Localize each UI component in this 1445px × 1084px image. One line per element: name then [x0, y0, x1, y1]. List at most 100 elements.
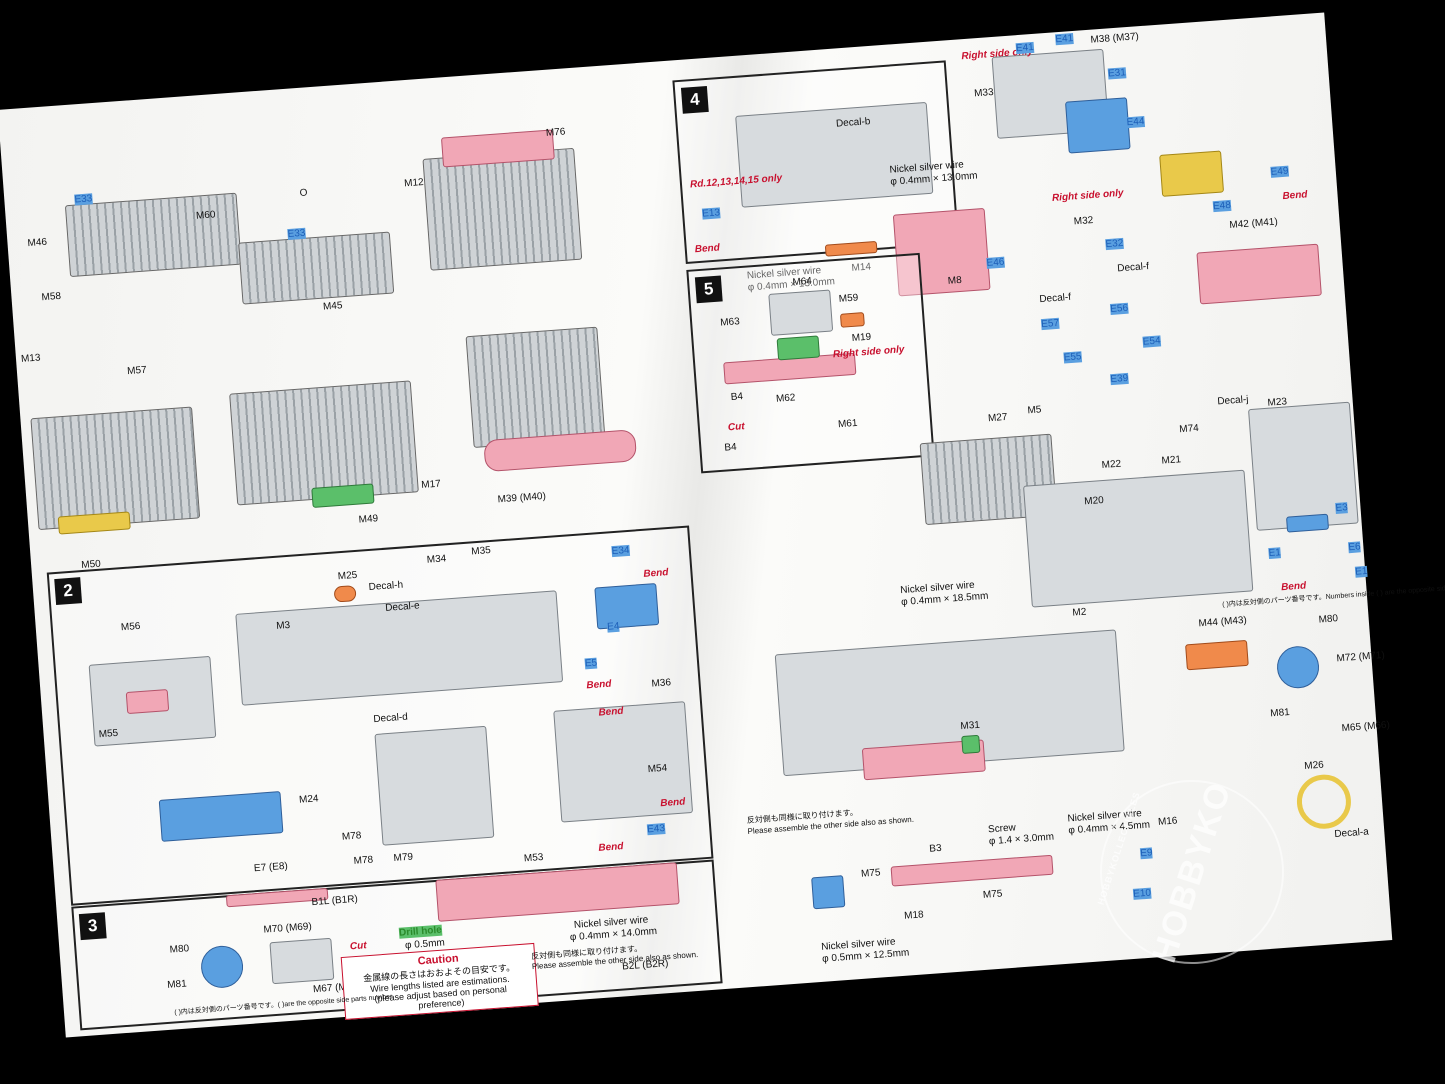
steering-rack: [824, 240, 878, 257]
radiator-duct: [1064, 97, 1131, 154]
radiator: [1159, 150, 1225, 197]
side-section: [374, 725, 495, 846]
step2-label-12: Bend: [598, 705, 624, 719]
engine-label-12: M39 (M40): [497, 490, 547, 506]
step4-label-4: M33: [973, 86, 994, 100]
engine-label-6: E33: [287, 227, 306, 241]
step4-label-13: Right side only: [1051, 187, 1124, 204]
right-page: 4 Right side only E41 E41 M38 (M37) M33 …: [661, 13, 1445, 989]
lower-label-10: Bend: [1280, 580, 1307, 594]
step3-label-3: Cut: [349, 940, 368, 953]
lower-label-7: E1: [1268, 547, 1282, 560]
step2-label-11: Bend: [586, 678, 612, 692]
step2-label-21: M53: [523, 852, 544, 865]
step4-label-7: E44: [1126, 116, 1145, 129]
upright: [269, 937, 335, 985]
diffuser-fin: [1285, 513, 1330, 533]
step4-label-24: E32: [1105, 237, 1124, 251]
pedal-assembly: [125, 689, 170, 715]
lower-label-8: E6: [1348, 541, 1362, 554]
caution-box: Caution 金属線の長さはおおよその目安です。 Wire lengths l…: [340, 942, 539, 1020]
step2-label-20: Bend: [598, 841, 624, 854]
undertray: [1023, 469, 1254, 608]
step3-label-2: M80: [169, 943, 190, 956]
step4-label-9: E13: [701, 207, 721, 220]
step4-label-16: Bend: [1282, 189, 1308, 203]
step2-label-14: M55: [98, 727, 119, 741]
lower-label-0: Decal-j: [1216, 394, 1249, 408]
step4-label-19: E48: [1212, 199, 1232, 213]
step4-label-14: M32: [1073, 215, 1094, 228]
step5-label-3: M19: [851, 331, 872, 345]
step4-label-15: E49: [1270, 165, 1289, 178]
lower-label-16: M72 (M71): [1336, 649, 1386, 665]
step5-label-5: B4: [730, 391, 744, 404]
engine-assembled-3: [465, 326, 606, 448]
side-sensor: [1185, 639, 1249, 671]
engine-label-13: M49: [358, 513, 379, 526]
watermark-main-text: HOBBYKO: [1144, 776, 1239, 968]
upright-blue: [811, 875, 846, 910]
engine-label-2: O: [299, 187, 308, 200]
step-4-number: 4: [680, 85, 709, 114]
lower-label-3: M22: [1101, 458, 1122, 472]
left-page: M76 M12 O E33 M46 M60 E33 M58 M45 M13 M5…: [0, 61, 729, 1037]
step4-label-26: Decal-f: [1039, 291, 1072, 306]
step-5-number: 5: [694, 275, 723, 304]
step4-label-27: E56: [1109, 302, 1129, 315]
lower-label-31: M75: [982, 888, 1003, 901]
lower-label-6: E3: [1335, 502, 1349, 515]
step5-label-7: Cut: [727, 421, 746, 434]
engine-label-9: M13: [20, 352, 41, 365]
step4-label-29: E55: [1063, 351, 1082, 364]
step2-label-3: M35: [470, 545, 492, 558]
step4-label-2: E41: [1055, 33, 1074, 46]
step5-label-9: M61: [837, 417, 858, 431]
lower-label-29: B3: [928, 842, 942, 855]
step4-label-30: E54: [1142, 335, 1161, 348]
gearbox-linkage: [57, 511, 131, 535]
lower-label-30: M75: [860, 867, 881, 880]
step2-label-0: M25: [337, 569, 358, 583]
step4-label-25: Decal-f: [1116, 261, 1150, 275]
front-chassis: [735, 101, 934, 208]
step2-label-18: E43: [646, 823, 666, 836]
step4-label-18: M42 (M41): [1229, 216, 1279, 232]
step2-label-23: M78: [341, 830, 362, 843]
step4-label-3: M38 (M37): [1090, 31, 1140, 46]
engine-label-5: M60: [195, 209, 216, 222]
alternator: [311, 483, 375, 508]
step-2-number: 2: [54, 577, 83, 606]
step2-label-13: M36: [651, 677, 672, 690]
lower-label-17: M81: [1269, 706, 1291, 720]
engine-label-10: M57: [126, 364, 148, 378]
step2-label-7: M3: [275, 619, 291, 632]
lower-label-9: E1: [1354, 565, 1368, 578]
step2-label-5: Bend: [643, 567, 669, 580]
step2-label-25: M79: [393, 851, 414, 864]
dampers: [776, 335, 821, 361]
lower-label-5: M20: [1083, 495, 1105, 508]
lower-label-13: M2: [1072, 606, 1087, 619]
step2-label-2: M34: [426, 553, 447, 566]
step5-label-1: M59: [838, 292, 859, 305]
step4-label-5: E31: [1107, 67, 1127, 80]
step4-label-31: E39: [1110, 372, 1129, 386]
step3-label-4: M81: [166, 978, 188, 991]
step4-label-1: E41: [1015, 41, 1035, 55]
step2-label-19: Bend: [659, 796, 686, 810]
lower-label-15: M80: [1318, 613, 1339, 626]
step2-label-24: M78: [353, 854, 374, 867]
steering-wheel: [1295, 772, 1353, 831]
engine-label-8: M45: [322, 300, 343, 313]
step2-label-16: M54: [647, 762, 668, 776]
lower-label-18: M65 (M66): [1341, 719, 1391, 735]
step4-label-10: Bend: [694, 242, 721, 256]
lower-label-2: M74: [1178, 422, 1200, 436]
lower-label-20: M26: [1303, 759, 1325, 773]
bracket-m19: [839, 312, 865, 328]
step4-label-23: E46: [986, 256, 1005, 269]
step4-label-28: E57: [1040, 317, 1060, 331]
green-bracket: [961, 734, 981, 755]
engine-label-11: M17: [420, 478, 442, 491]
